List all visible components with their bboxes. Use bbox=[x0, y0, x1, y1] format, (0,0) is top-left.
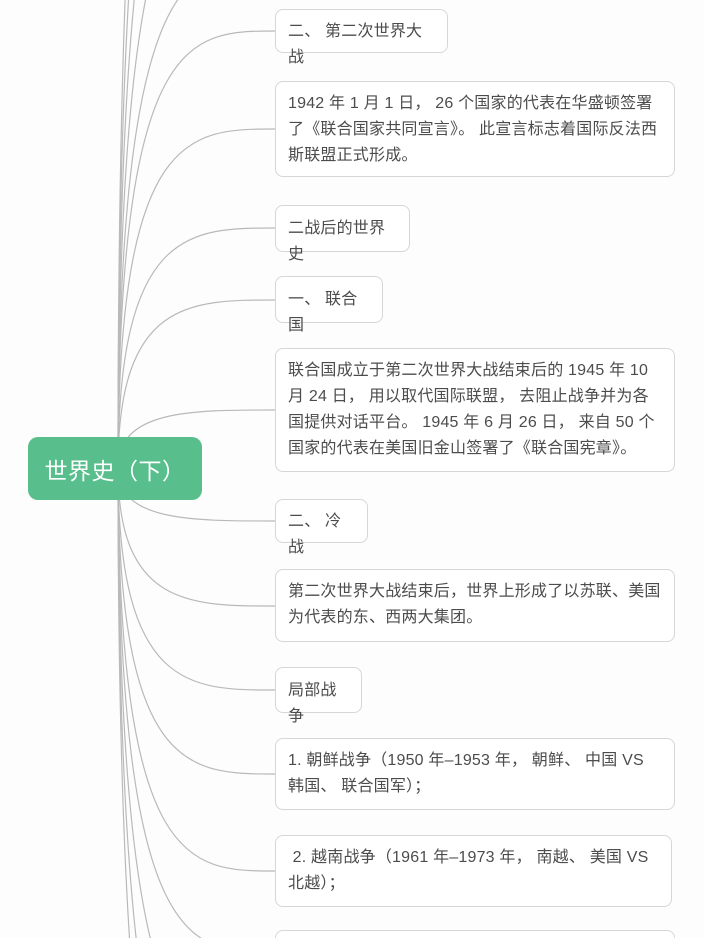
connector-offscreen-top bbox=[117, 0, 135, 469]
connector-vietnam-war bbox=[117, 467, 276, 872]
connector-offscreen-bottom bbox=[117, 467, 137, 938]
connector-offscreen-top bbox=[117, 0, 179, 469]
connector-partial-bottom bbox=[117, 467, 202, 938]
node-cold-war-heading[interactable]: 二、 冷战 bbox=[275, 499, 368, 556]
connector-local-wars-heading bbox=[117, 467, 276, 691]
root-node-world-history[interactable]: 世界史（下） bbox=[28, 437, 202, 500]
connector-offscreen-top bbox=[117, 0, 147, 469]
connector-korean-war bbox=[117, 467, 276, 775]
connector-un-declaration bbox=[117, 128, 276, 469]
connector-ww2-heading bbox=[117, 30, 276, 469]
node-partial-bottom[interactable] bbox=[275, 930, 675, 938]
node-vietnam-war[interactable]: 2. 越南战争（1961 年–1973 年， 南越、 美国 VS 北越）； bbox=[275, 835, 672, 907]
connector-offscreen-bottom bbox=[117, 467, 131, 938]
connector-offscreen-bottom bbox=[117, 467, 151, 938]
node-ww2-heading[interactable]: 二、 第二次世界大战 bbox=[275, 9, 448, 66]
node-postwar-history[interactable]: 二战后的世界史 bbox=[275, 205, 410, 263]
node-un-heading[interactable]: 一、 联合国 bbox=[275, 276, 383, 334]
connector-offscreen-top bbox=[117, 0, 126, 469]
connector-un-heading bbox=[117, 299, 276, 469]
node-cold-war-blocs[interactable]: 第二次世界大战结束后，世界上形成了以苏联、美国为代表的东、西两大集团。 bbox=[275, 569, 675, 642]
node-korean-war[interactable]: 1. 朝鲜战争（1950 年–1953 年， 朝鲜、 中国 VS 韩国、 联合国… bbox=[275, 738, 675, 810]
node-local-wars-heading[interactable]: 局部战争 bbox=[275, 667, 362, 725]
node-un-founding[interactable]: 联合国成立于第二次世界大战结束后的 1945 年 10 月 24 日， 用以取代… bbox=[275, 348, 675, 472]
node-un-declaration-1942[interactable]: 1942 年 1 月 1 日， 26 个国家的代表在华盛顿签署了《联合国家共同宣… bbox=[275, 81, 675, 177]
connector-postwar-history bbox=[117, 227, 276, 469]
connector-cold-war-blocs bbox=[117, 467, 276, 607]
connector-offscreen-top bbox=[117, 0, 130, 469]
